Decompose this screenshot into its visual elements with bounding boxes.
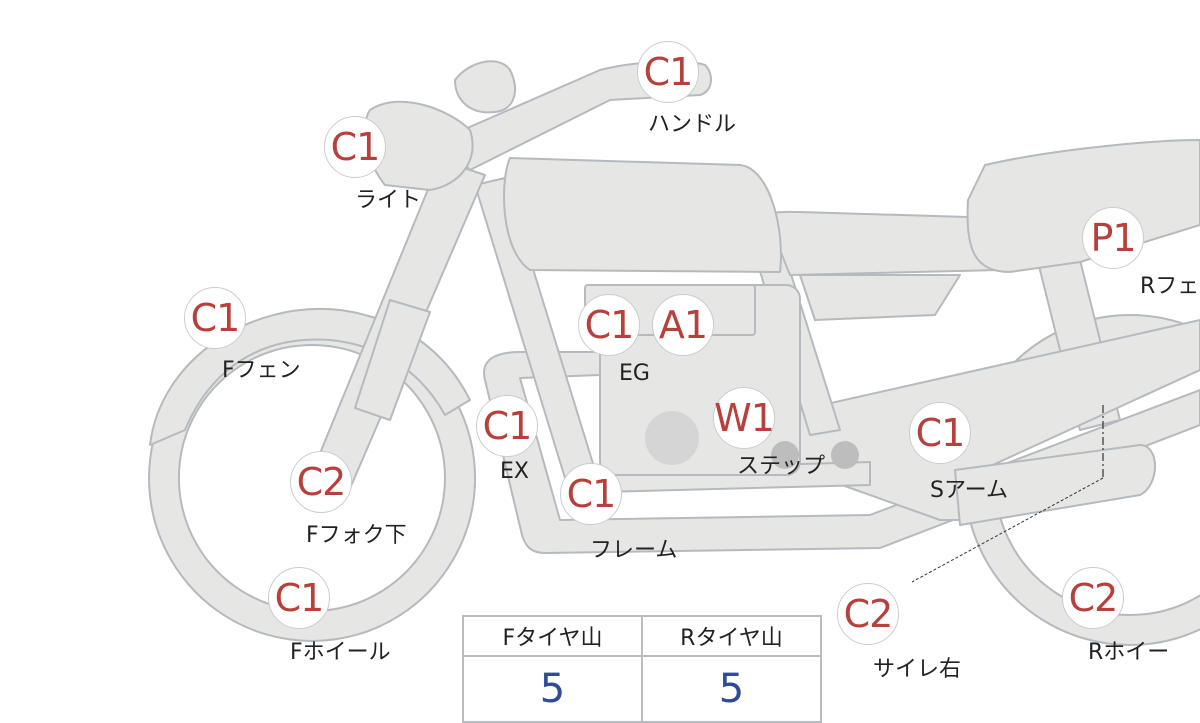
header-front-tire: Fタイヤ山 (462, 615, 643, 657)
badge-engine-c[interactable]: C1 (578, 294, 640, 356)
label-r-fender: Rフェ (1140, 274, 1200, 299)
label-exhaust: EX (500, 459, 529, 484)
label-muffler: サイレ右 (873, 657, 962, 682)
label-swingarm: Sアーム (930, 478, 1008, 503)
badge-step[interactable]: W1 (713, 387, 775, 449)
label-light: ライト (355, 188, 422, 213)
badge-muffler[interactable]: C2 (837, 583, 899, 645)
header-rear-tire: Rタイヤ山 (641, 615, 822, 657)
badge-f-fender[interactable]: C1 (184, 287, 246, 349)
badge-r-fender[interactable]: P1 (1082, 207, 1144, 269)
label-f-fender: Fフェン (222, 358, 301, 383)
tire-tread-table: Fタイヤ山 Rタイヤ山 5 5 (462, 615, 822, 723)
badge-r-wheel[interactable]: C2 (1062, 567, 1124, 629)
badge-swingarm[interactable]: C1 (909, 402, 971, 464)
badge-f-fork[interactable]: C2 (290, 451, 352, 513)
label-frame: フレーム (590, 538, 678, 563)
label-engine: EG (619, 361, 650, 386)
label-f-fork: Fフォク下 (306, 523, 407, 548)
badge-frame[interactable]: C1 (560, 463, 622, 525)
badge-handle[interactable]: C1 (637, 41, 699, 103)
label-handle: ハンドル (648, 112, 737, 137)
badge-exhaust[interactable]: C1 (476, 395, 538, 457)
fuel-tank (503, 157, 782, 273)
value-front-tire[interactable]: 5 (462, 655, 643, 723)
badge-light[interactable]: C1 (324, 116, 386, 178)
seat (766, 210, 1001, 276)
badge-f-wheel[interactable]: C1 (268, 567, 330, 629)
value-rear-tire[interactable]: 5 (641, 655, 822, 723)
label-step: ステップ (737, 454, 826, 479)
label-f-wheel: Fホイール (290, 640, 391, 665)
badge-engine-a[interactable]: A1 (652, 294, 714, 356)
rear-cowl (966, 139, 1200, 273)
label-r-wheel: Rホイー (1088, 640, 1170, 665)
